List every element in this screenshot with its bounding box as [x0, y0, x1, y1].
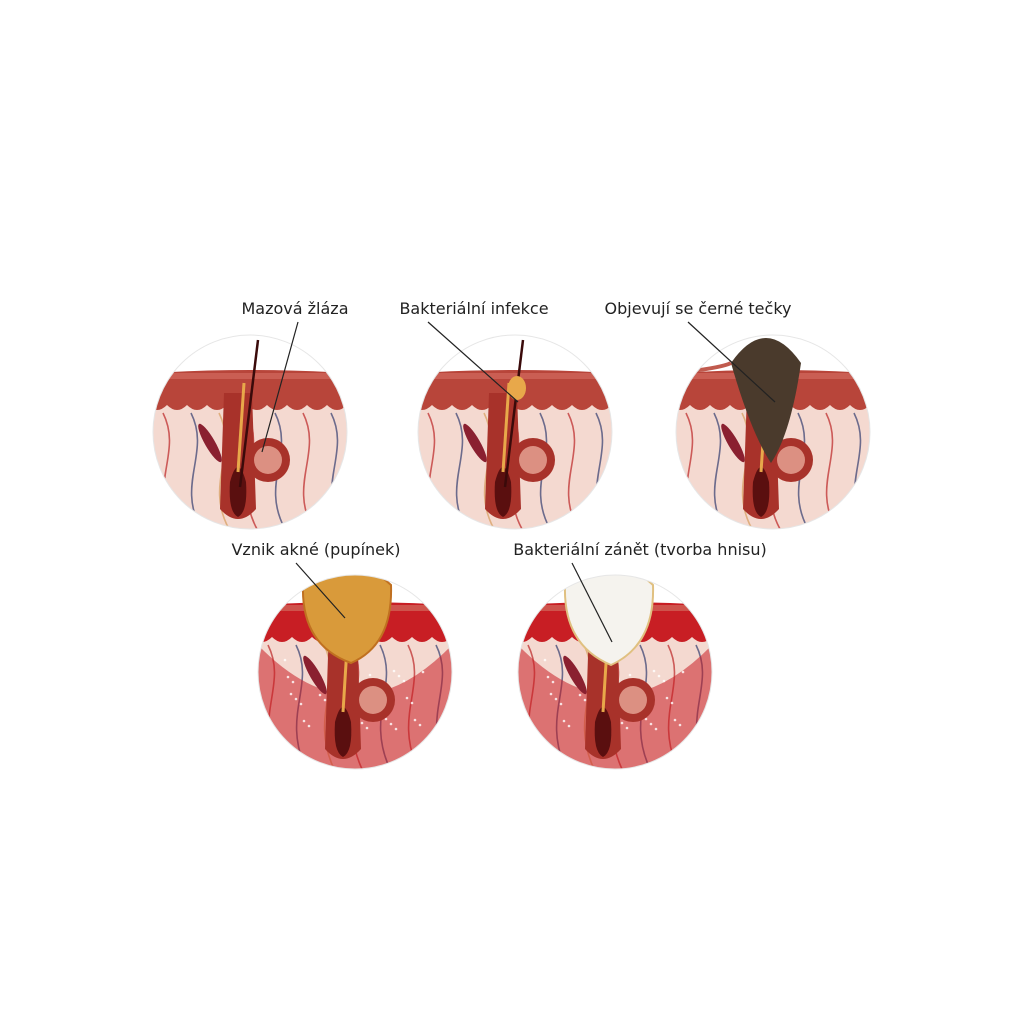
white-cells: [654, 727, 658, 731]
label-leader-line: [427, 321, 519, 403]
skin-surface: [153, 373, 347, 379]
label-leader-line: [687, 321, 776, 403]
white-cells: [625, 726, 629, 730]
white-cells: [559, 702, 563, 706]
white-cells: [562, 719, 566, 723]
label-leader-line: [261, 321, 299, 453]
white-cells: [418, 723, 422, 727]
white-cells: [323, 698, 327, 702]
hair-bulb: [594, 707, 612, 757]
white-cells: [307, 724, 311, 728]
gland-lobule: [254, 446, 282, 474]
infected-pore: [508, 376, 526, 400]
gland-lobule: [519, 446, 547, 474]
stage-illustration-3: [676, 335, 870, 529]
white-cells: [543, 658, 547, 662]
white-cells: [567, 724, 571, 728]
white-cells: [681, 670, 685, 674]
label-leader-line: [571, 562, 613, 643]
white-cells: [402, 679, 406, 683]
gland-lobule: [619, 686, 647, 714]
stage-label: Vznik akné (pupínek): [231, 540, 400, 559]
white-cells: [397, 674, 401, 678]
white-cells: [394, 727, 398, 731]
white-cells: [302, 719, 306, 723]
white-cells: [583, 698, 587, 702]
arrector-muscle: [303, 655, 327, 695]
white-cells: [546, 675, 550, 679]
pimple-sebum: [301, 575, 393, 665]
stage-label: Mazová žláza: [241, 299, 348, 318]
white-cells: [365, 726, 369, 730]
white-cells: [299, 702, 303, 706]
stage-circle-outline: [417, 334, 613, 530]
white-cells: [405, 696, 409, 700]
stage-illustration-4: [258, 575, 452, 769]
white-cells: [620, 721, 624, 725]
sebum-duct: [501, 382, 511, 473]
white-cells: [421, 670, 425, 674]
skin-surface: [418, 373, 612, 379]
white-cells: [662, 679, 666, 683]
white-cells: [410, 701, 414, 705]
white-cells: [283, 658, 287, 662]
white-cells: [551, 680, 555, 684]
white-cells: [644, 717, 648, 721]
hair-shaft: [238, 339, 260, 488]
white-cells: [678, 723, 682, 727]
stage-circle-outline: [152, 334, 348, 530]
white-cells: [628, 673, 632, 677]
gland-lobule: [777, 446, 805, 474]
stage-illustration-5: [518, 575, 712, 769]
white-cells: [286, 675, 290, 679]
stage-circle-outline: [675, 334, 871, 530]
white-cells: [649, 722, 653, 726]
white-cells: [318, 693, 322, 697]
white-cells: [289, 692, 293, 696]
white-cells: [652, 669, 656, 673]
arrector-muscle: [721, 423, 745, 463]
white-cells: [670, 701, 674, 705]
white-cells: [392, 669, 396, 673]
arrector-muscle: [198, 423, 222, 463]
stage-circle-outline: [257, 574, 453, 770]
white-cells: [413, 718, 417, 722]
blackhead-plug: [731, 338, 801, 463]
white-cells: [554, 697, 558, 701]
stage-illustration-1: [153, 335, 347, 529]
gland-lobule: [359, 686, 387, 714]
label-leader-line: [295, 562, 346, 619]
white-cells: [665, 696, 669, 700]
white-cells: [360, 721, 364, 725]
white-cells: [384, 717, 388, 721]
white-cells: [549, 692, 553, 696]
stage-circle-outline: [517, 574, 713, 770]
white-cells: [368, 673, 372, 677]
sebum-duct: [236, 382, 246, 473]
white-cells: [578, 693, 582, 697]
white-cells: [291, 680, 295, 684]
hair-shaft: [503, 339, 525, 488]
stage-label: Objevují se černé tečky: [605, 299, 792, 318]
white-cells: [389, 722, 393, 726]
white-cells: [657, 674, 661, 678]
white-cells: [673, 718, 677, 722]
arrector-muscle: [563, 655, 587, 695]
hair-bulb: [752, 467, 770, 517]
pus-pocket: [563, 575, 655, 667]
hair-bulb: [334, 707, 352, 757]
stage-illustration-2: [418, 335, 612, 529]
stage-label: Bakteriální zánět (tvorba hnisu): [513, 540, 767, 559]
arrector-muscle: [463, 423, 487, 463]
white-cells: [294, 697, 298, 701]
stage-label: Bakteriální infekce: [399, 299, 548, 318]
epidermis: [153, 370, 347, 410]
